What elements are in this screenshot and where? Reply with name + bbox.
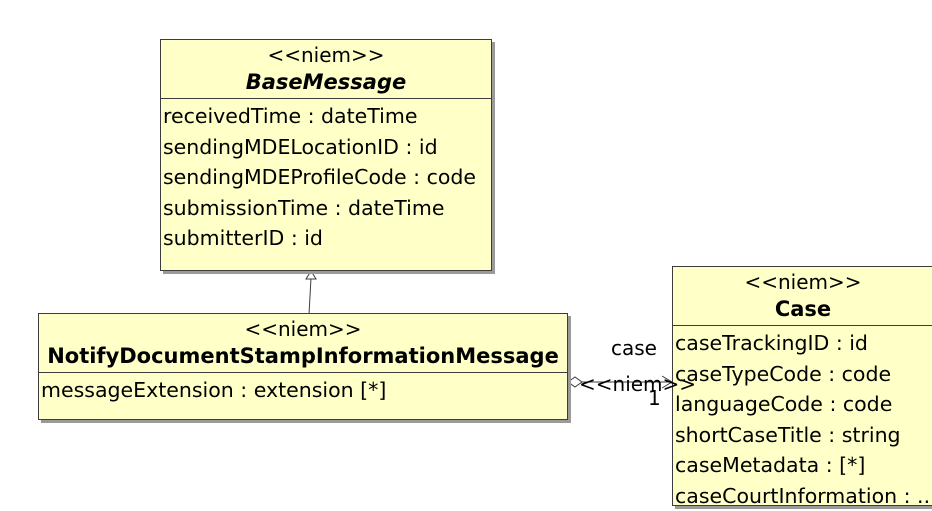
attribute-compartment: messageExtension : extension [*] [39,373,567,406]
class-header: <<niem>> Case [673,267,932,326]
attribute: caseTrackingID : id [675,328,932,359]
attribute: languageCode : code [675,389,932,420]
class-notify-document-stamp-information-message[interactable]: <<niem>> NotifyDocumentStampInformationM… [38,313,568,420]
attribute: caseCourtInformation : ... [675,481,932,511]
class-header: <<niem>> BaseMessage [161,40,491,99]
class-name: Case [673,295,932,325]
class-name: BaseMessage [161,68,491,98]
attribute: submissionTime : dateTime [163,193,491,224]
class-stereotype: <<niem>> [39,314,567,342]
class-stereotype: <<niem>> [161,40,491,68]
class-header: <<niem>> NotifyDocumentStampInformationM… [39,314,567,373]
generalization-line [309,278,311,314]
generalization-arrowhead [306,271,316,279]
attribute: submitterID : id [163,223,491,254]
attribute: messageExtension : extension [*] [41,375,567,406]
attribute: caseTypeCode : code [675,359,932,390]
attribute: receivedTime : dateTime [163,101,491,132]
association-stereotype-label: <<niem>> [579,373,696,395]
attribute: caseMetadata : [*] [675,450,932,481]
class-case[interactable]: <<niem>> Case caseTrackingID : id caseTy… [672,266,932,506]
class-base-message[interactable]: <<niem>> BaseMessage receivedTime : date… [160,39,492,271]
attribute: sendingMDELocationID : id [163,132,491,163]
class-stereotype: <<niem>> [673,267,932,295]
association-role-label: case [611,337,657,359]
attribute-compartment: receivedTime : dateTime sendingMDELocati… [161,99,491,254]
attribute-compartment: caseTrackingID : id caseTypeCode : code … [673,326,932,511]
association-multiplicity-label: 1 [648,387,661,409]
class-name: NotifyDocumentStampInformationMessage [39,342,567,372]
attribute: shortCaseTitle : string [675,420,932,451]
attribute: sendingMDEProfileCode : code [163,162,491,193]
